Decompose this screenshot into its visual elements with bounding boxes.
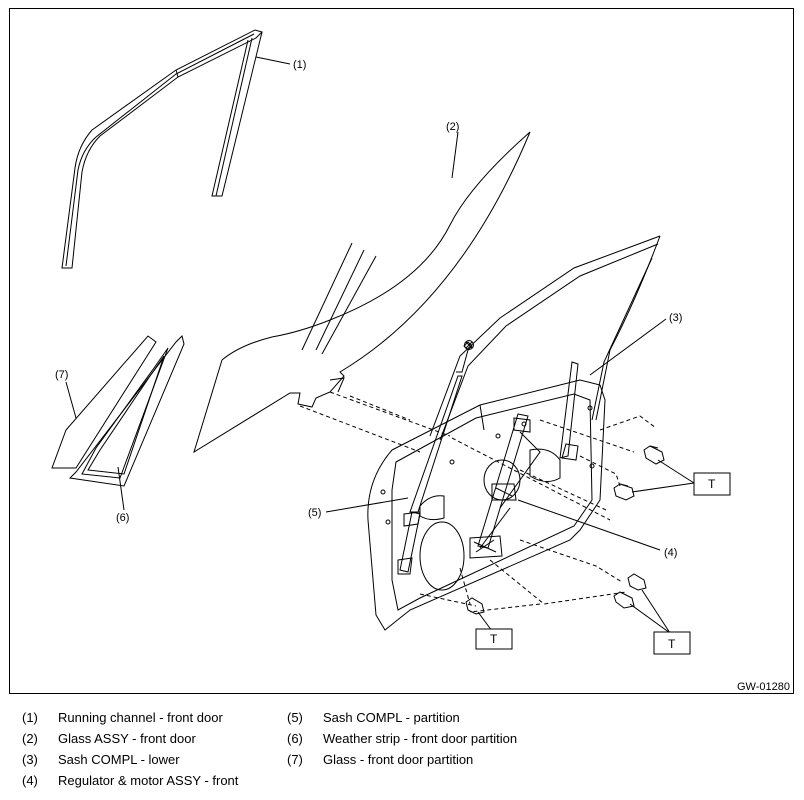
parts-legend: (1) Running channel - front door (2) Gla… (22, 710, 782, 798)
legend-text: Sash COMPL - lower (58, 752, 180, 767)
bolt-lower-right-1-part (627, 573, 647, 591)
bolt-bottom-part (465, 597, 485, 615)
torque-box-bottom (475, 611, 513, 650)
callout-7-label: (7) (55, 369, 68, 381)
bolt-lower-right-2-part (613, 591, 635, 609)
assembly-guide-lines (299, 391, 657, 613)
callout-5-label: (5) (308, 507, 321, 519)
lower-sash-part (559, 361, 579, 461)
callout-line-1 (255, 56, 291, 65)
legend-number: (2) (22, 731, 38, 746)
callout-6-label: (6) (116, 512, 129, 524)
regulator-motor-part (469, 413, 541, 559)
callout-line-6 (117, 466, 125, 511)
figure-code: GW-01280 (737, 681, 790, 693)
door-glass-part (193, 131, 531, 454)
legend-number: (5) (287, 710, 303, 725)
legend-text: Sash COMPL - partition (323, 710, 460, 725)
legend-text: Glass - front door partition (323, 752, 474, 767)
torque-label-right: T (708, 477, 716, 491)
legend-text: Glass ASSY - front door (58, 731, 196, 746)
legend-number: (3) (22, 752, 38, 767)
torque-label-bottom: T (490, 632, 498, 646)
torque-box-right (631, 459, 731, 496)
callout-line-2 (451, 131, 459, 179)
callout-line-3 (589, 318, 667, 376)
bolt-top-part (464, 340, 474, 350)
callout-line-5 (325, 497, 409, 513)
door-panel-part (367, 235, 661, 631)
legend-text: Running channel - front door (58, 710, 223, 725)
weather-strip-part (68, 335, 185, 487)
legend-number: (6) (287, 731, 303, 746)
callout-line-4 (517, 499, 661, 551)
running-channel-part (61, 29, 263, 269)
partition-sash-part (397, 341, 473, 575)
partition-glass-part (51, 335, 157, 469)
diagram-frame (9, 8, 794, 694)
legend-text: Weather strip - front door partition (323, 731, 518, 746)
torque-label-bottom-right: T (668, 637, 676, 651)
legend-number: (4) (22, 773, 38, 788)
legend-text: Regulator & motor ASSY - front (58, 773, 239, 788)
bolt-upper-right-part (643, 445, 665, 465)
legend-number: (7) (287, 752, 303, 767)
bolt-middle-right-part (613, 483, 635, 501)
callout-line-7 (65, 381, 77, 419)
torque-box-bottom-right (629, 589, 691, 655)
callout-1-label: (1) (293, 59, 306, 71)
callout-2-label: (2) (446, 121, 459, 133)
legend-number: (1) (22, 710, 38, 725)
callout-3-label: (3) (669, 312, 682, 324)
callout-4-label: (4) (664, 547, 677, 559)
